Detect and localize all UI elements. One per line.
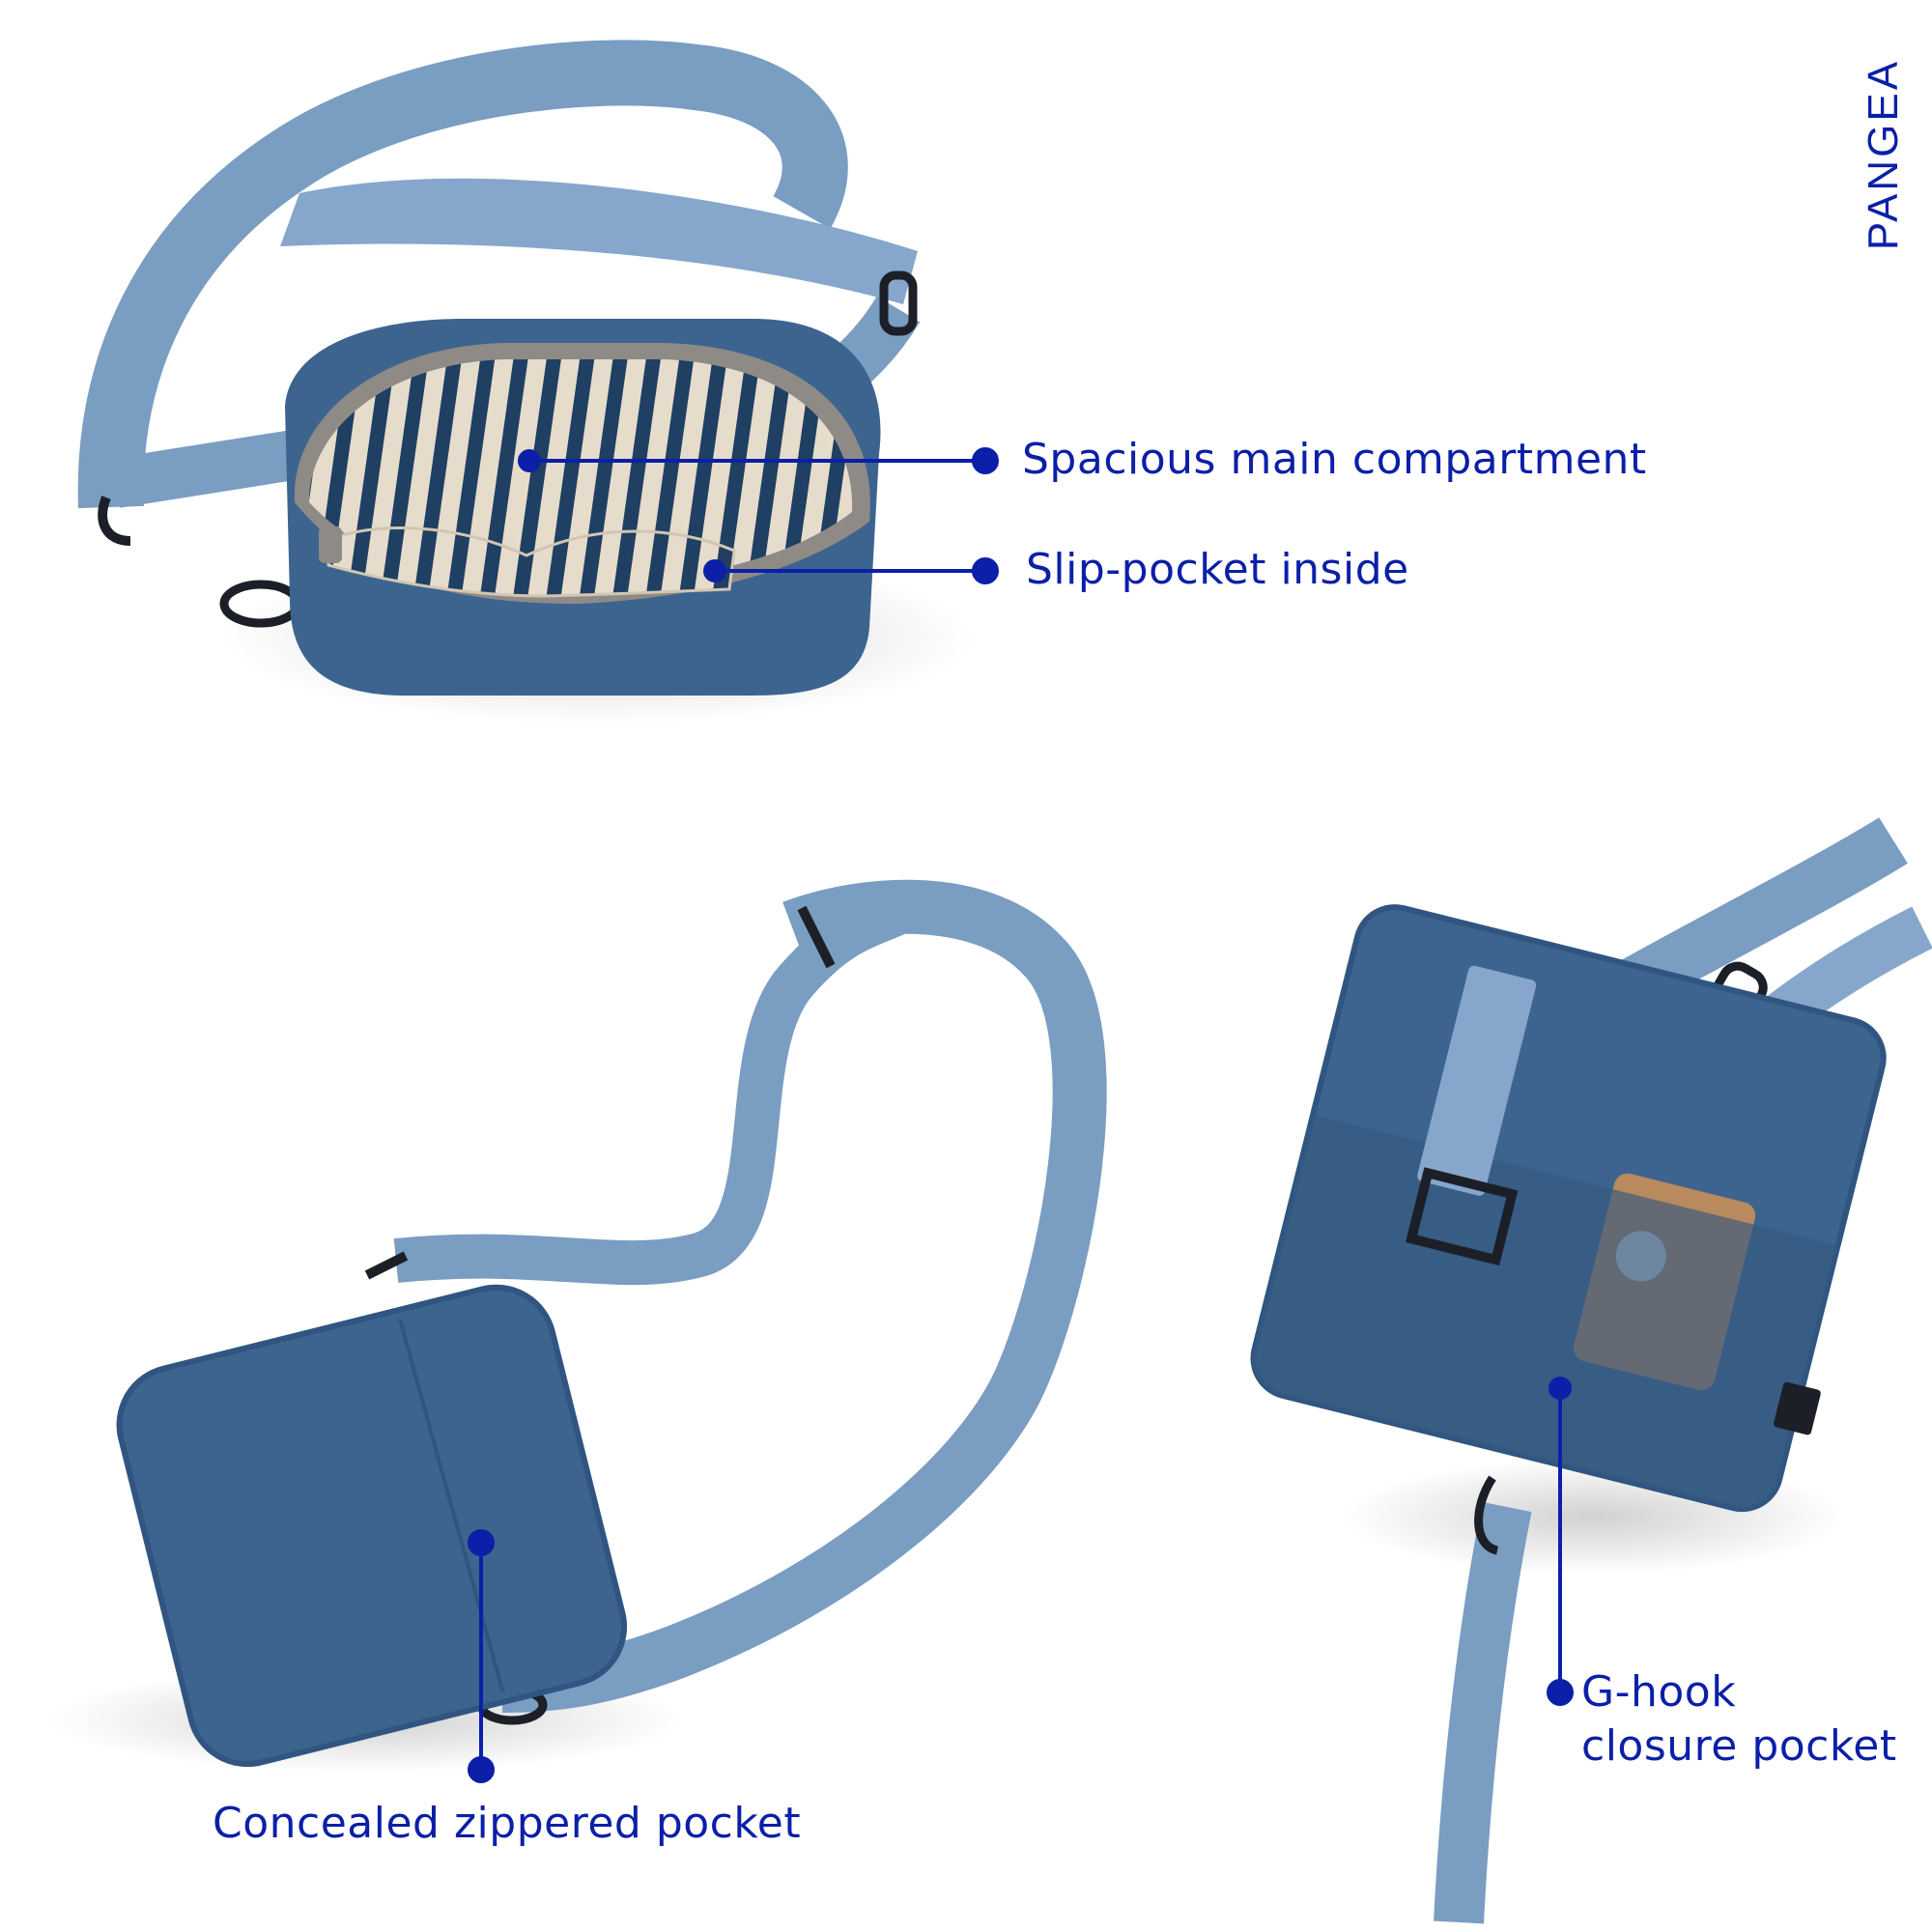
open-bag-photo xyxy=(77,40,976,724)
callout-lines xyxy=(468,447,1574,1783)
callout-concealed-pocket: Concealed zippered pocket xyxy=(213,1799,802,1848)
callout-main-compartment: Spacious main compartment xyxy=(1022,435,1647,484)
back-view-bag-photo xyxy=(48,879,1107,1773)
callout-g-hook-pocket: G-hook closure pocket xyxy=(1581,1667,1897,1771)
front-view-bag-photo xyxy=(1250,817,1932,1924)
callout-slip-pocket: Slip-pocket inside xyxy=(1026,545,1409,594)
brand-logo: PANGEA xyxy=(1855,59,1913,250)
brand-name: PANGEA xyxy=(1860,58,1907,251)
